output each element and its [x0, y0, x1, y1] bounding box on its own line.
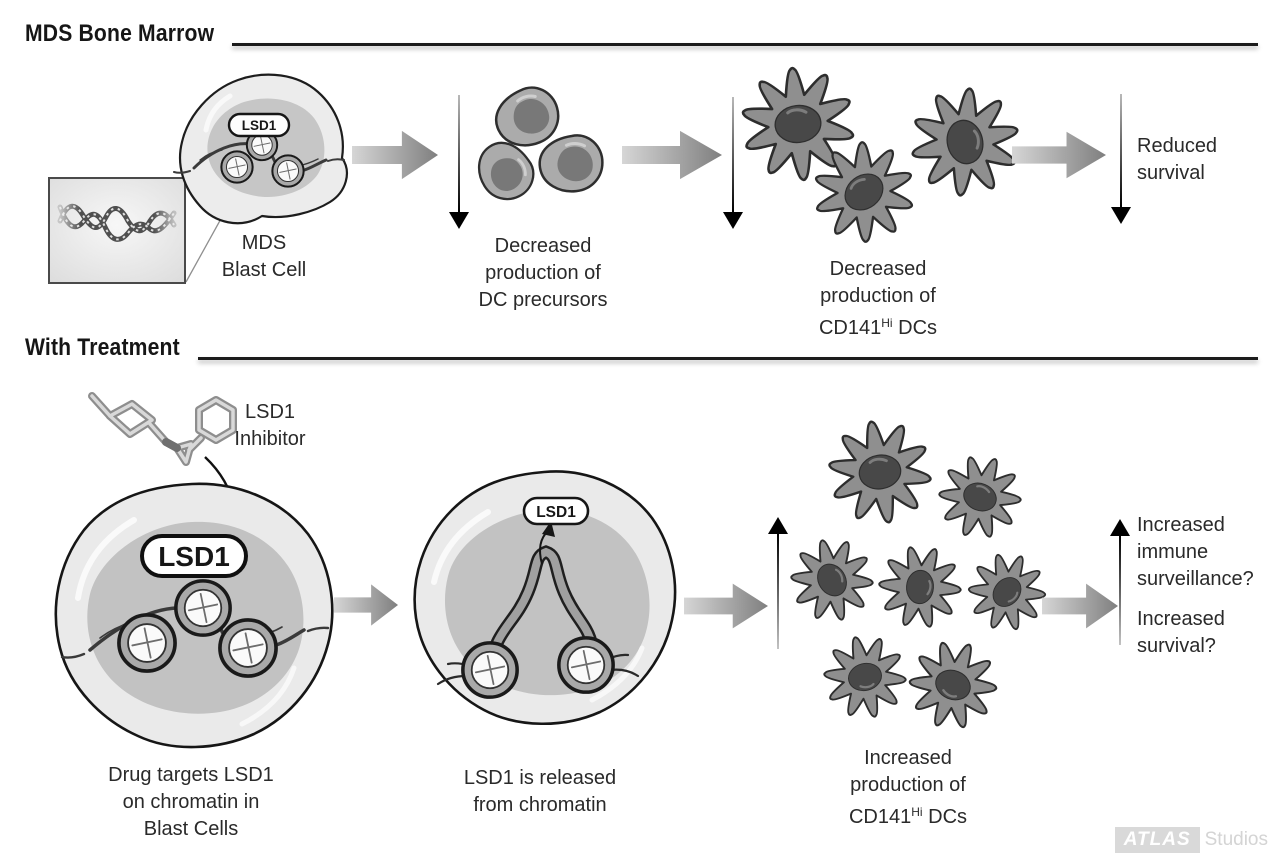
down-arrow-icon [1111, 94, 1131, 224]
watermark-brand: ATLAS [1114, 827, 1200, 853]
label-decreased-cd141-dcs: Decreased production of CD141Hi DCs [818, 258, 938, 339]
section-rule-treatment [198, 357, 1258, 360]
mds-blast-cell-illustration: LSD1 [173, 73, 348, 225]
section-title-mds-bone-marrow: MDS Bone Marrow [25, 20, 215, 47]
lsd1-pill-label: LSD1 [158, 541, 230, 572]
lsd1-inhibitor-molecule-illustration [88, 392, 237, 466]
right-arrow-icon [334, 584, 398, 626]
lsd1-pill-label: LSD1 [536, 504, 576, 521]
label-lsd1-released: LSD1 is released from chromatin [463, 767, 617, 816]
watermark-suffix: Studios [1204, 829, 1268, 850]
down-arrow-icon [723, 97, 743, 229]
right-arrow-icon [684, 583, 768, 629]
down-arrow-icon [449, 95, 469, 229]
label-drug-targets-lsd1: Drug targets LSD1 on chromatin in Blast … [108, 764, 274, 840]
dna-inset-illustration [48, 177, 186, 284]
label-decreased-dc-precursors: Decreased production of DC precursors [478, 235, 608, 311]
label-increased-cd141-dcs: Increased production of CD141Hi DCs [848, 747, 968, 828]
label-lsd1-inhibitor: LSD1 Inhibitor [234, 401, 306, 450]
section-title-with-treatment: With Treatment [25, 334, 180, 361]
atlas-studios-watermark: ATLAS Studios [1114, 827, 1268, 853]
increased-dcs-illustration [783, 415, 1060, 738]
label-mds-blast-cell: MDS Blast Cell [221, 232, 307, 281]
lsd1-pill-label: LSD1 [242, 118, 277, 133]
lsd1-released-cell-illustration: LSD1 [413, 470, 677, 726]
label-increased-immune-surveillance: Increased immune surveillance? [1137, 514, 1254, 590]
right-arrow-icon [352, 130, 438, 180]
treated-blast-cell-illustration: LSD1 [54, 482, 334, 749]
label-reduced-survival: Reduced survival [1137, 135, 1218, 184]
up-arrow-icon [768, 517, 788, 649]
right-arrow-icon [622, 130, 722, 180]
up-arrow-icon [1110, 519, 1130, 645]
dc-precursors-illustration [470, 82, 608, 208]
label-increased-survival: Increased survival? [1137, 608, 1225, 657]
cd141-dcs-illustration [738, 62, 1023, 255]
section-rule-top [232, 43, 1258, 46]
